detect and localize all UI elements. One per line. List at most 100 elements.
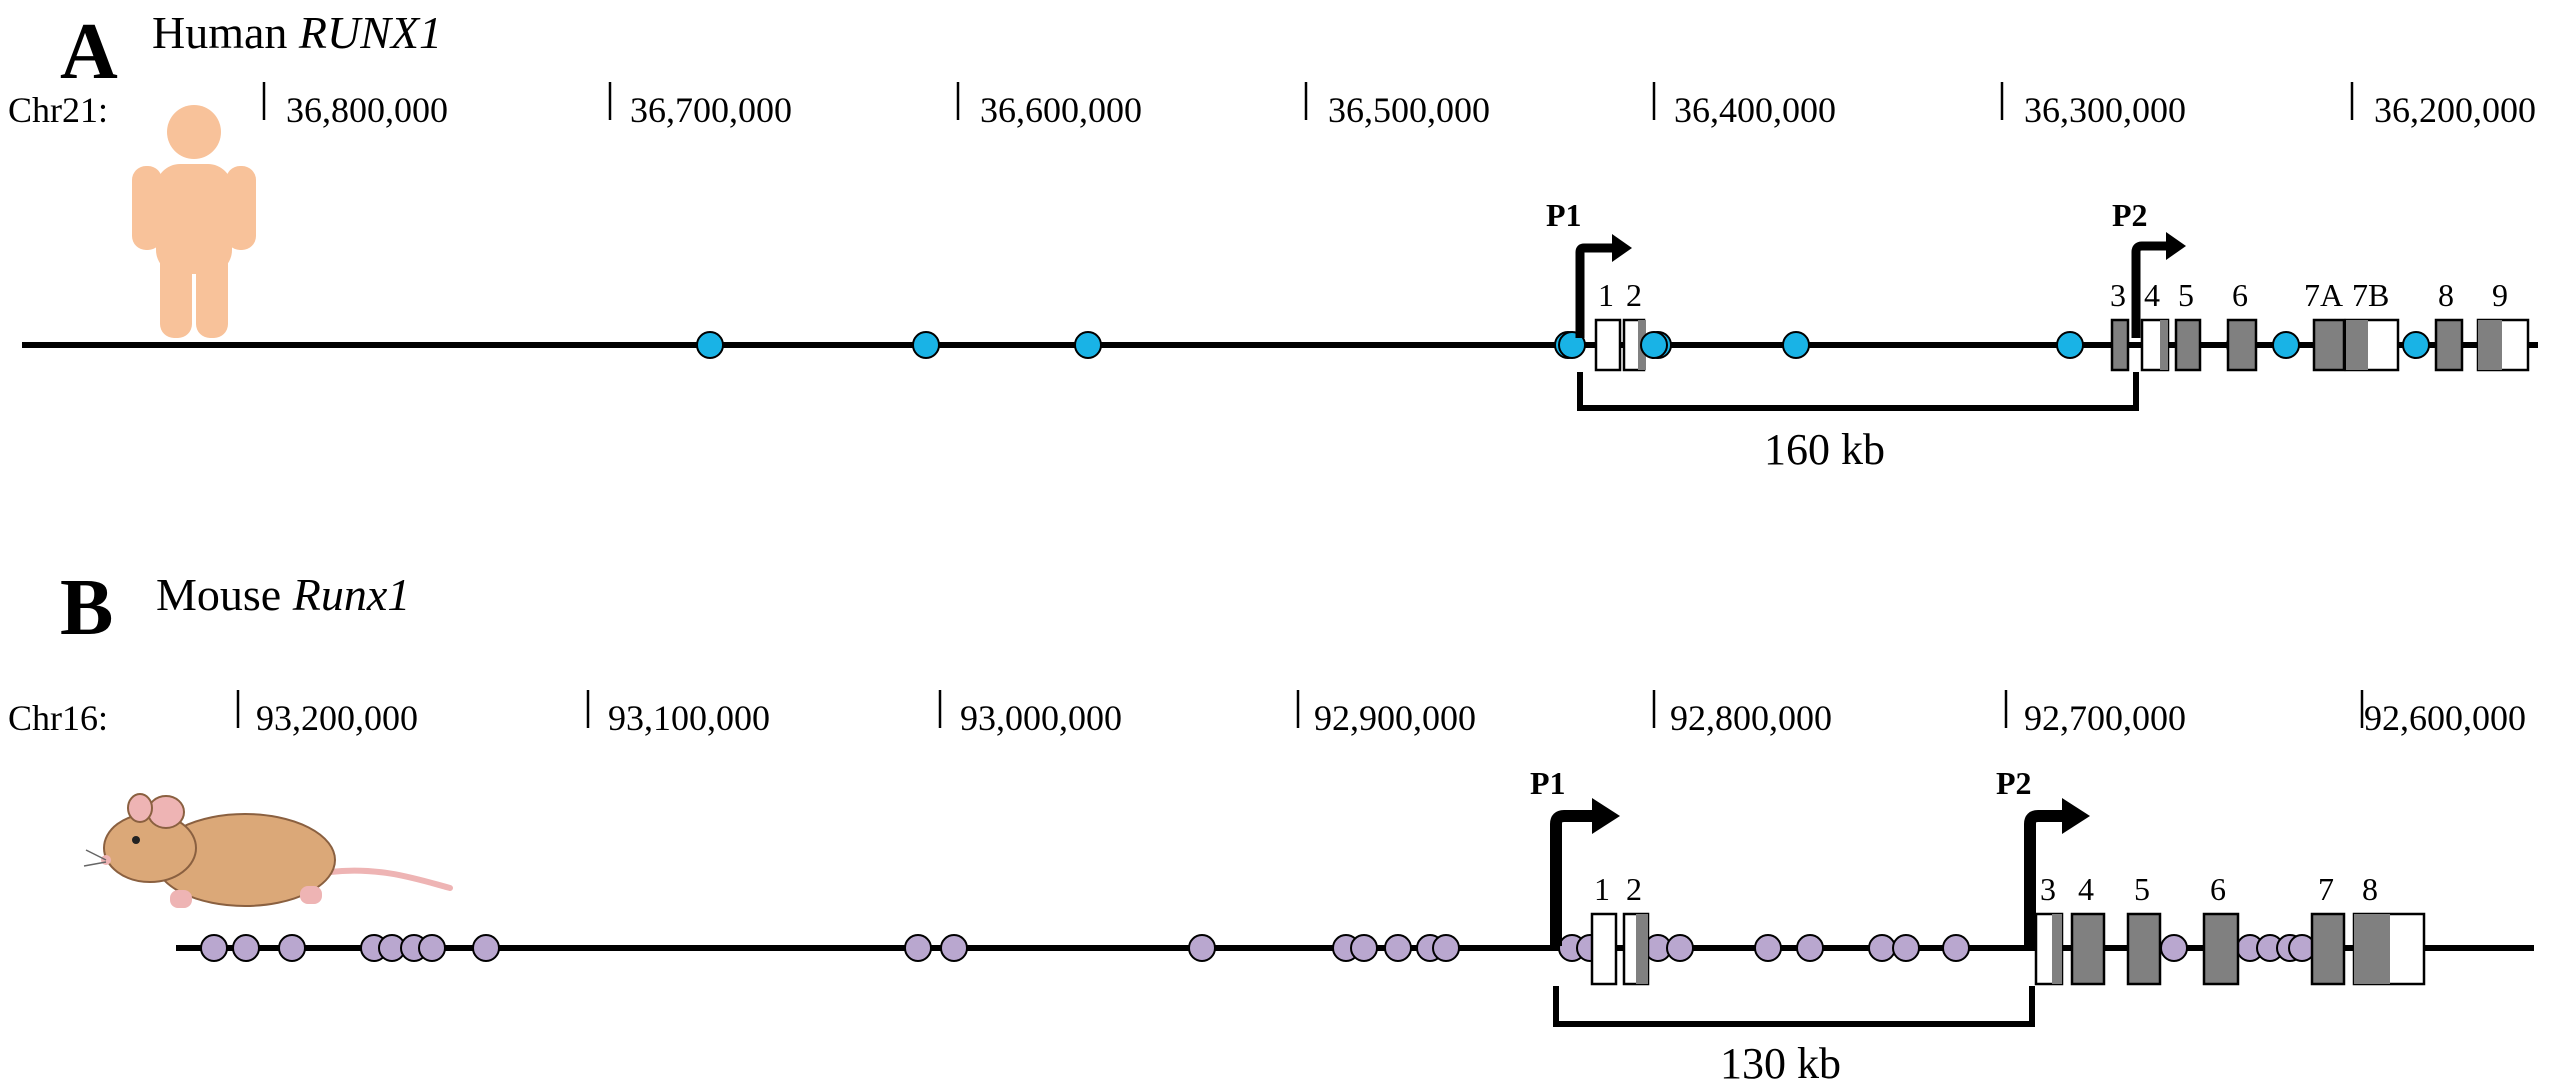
coord-label: 36,300,000 (2024, 90, 2186, 130)
panel-b-binding-sites (200, 934, 2316, 962)
exon-label: 2 (1626, 277, 1642, 313)
promoter-arrow-icon (2131, 241, 2168, 338)
coord-label: 36,400,000 (1674, 90, 1836, 130)
binding-site (1942, 934, 1970, 962)
binding-site (1074, 331, 1102, 359)
exon-8-coding (2354, 914, 2390, 984)
binding-site (1666, 934, 1694, 962)
exon-label: 7B (2352, 277, 2389, 313)
promoter-label: P1 (1530, 765, 1566, 801)
exon-label: 5 (2134, 871, 2150, 907)
binding-site (1350, 934, 1378, 962)
panel-a-exon-labels: 1 2 3 4 5 6 7A 7B 8 9 (1598, 277, 2508, 313)
panel-a-promoter-p1: P1 (1546, 197, 1632, 338)
exon-label: 7A (2304, 277, 2343, 313)
binding-site (278, 934, 306, 962)
panel-b-promoter-p2: P2 (1996, 765, 2090, 946)
binding-site (232, 934, 260, 962)
coord-label: 92,800,000 (1670, 698, 1832, 738)
panel-b-title-prefix: Mouse (156, 569, 293, 620)
exon-6 (2202, 912, 2240, 986)
binding-site (2160, 934, 2188, 962)
coord-label: 36,800,000 (286, 90, 448, 130)
exon-6 (2226, 318, 2258, 372)
binding-site (1892, 934, 1920, 962)
human-figure-icon (132, 105, 256, 338)
binding-site (1796, 934, 1824, 962)
exon-5 (2126, 912, 2162, 986)
exon-2-coding (1636, 914, 1648, 984)
exon-1 (1594, 318, 1622, 372)
panel-a-chromosome-label: Chr21: (8, 90, 108, 130)
exon-label: 1 (1598, 277, 1614, 313)
coord-label: 92,600,000 (2364, 698, 2526, 738)
mouse-icon (83, 793, 453, 908)
binding-site (912, 331, 940, 359)
promoter-arrow-icon (1550, 810, 1596, 946)
coord-label: 92,900,000 (1314, 698, 1476, 738)
panel-b-exon-labels: 1 2 3 4 5 6 7 8 (1594, 871, 2378, 907)
exon-7 (2310, 912, 2346, 986)
exon-label: 3 (2040, 871, 2056, 907)
panel-b-promoter-p1: P1 (1530, 765, 1620, 946)
binding-site (1640, 331, 1668, 359)
panel-b-distance-label: 130 kb (1720, 1039, 1841, 1088)
promoter-label: P2 (1996, 765, 2032, 801)
panel-b-title: Mouse Runx1 (156, 569, 410, 620)
promoter-arrow-icon (1575, 243, 1614, 338)
binding-site (1384, 934, 1412, 962)
binding-site (904, 934, 932, 962)
binding-site (2402, 331, 2430, 359)
panel-letter-b: B (60, 564, 113, 652)
exon-label: 5 (2178, 277, 2194, 313)
exon-label: 4 (2078, 871, 2094, 907)
panel-b-distance-bracket (1553, 986, 2035, 1027)
arrowhead-icon (2062, 798, 2090, 834)
panel-b-exons (1590, 912, 2426, 986)
panel-a-coordinate-axis: 36,800,000 36,700,000 36,600,000 36,500,… (262, 82, 2536, 130)
panel-b-coordinate-axis: 93,200,000 93,100,000 93,000,000 92,900,… (236, 690, 2526, 738)
exon-3 (2110, 318, 2130, 372)
panel-a-exons (1594, 318, 2530, 372)
exon-label: 6 (2232, 277, 2248, 313)
exon-8 (2434, 318, 2464, 372)
exon-5 (2174, 318, 2202, 372)
binding-site (200, 934, 228, 962)
coord-label: 36,500,000 (1328, 90, 1490, 130)
exon-7a (2312, 318, 2346, 372)
panel-b: B Mouse Runx1 Chr16: 93,200,000 93,100,0… (8, 564, 2534, 1088)
binding-site (696, 331, 724, 359)
binding-site (1754, 934, 1782, 962)
arrowhead-icon (2166, 232, 2186, 260)
promoter-label: P2 (2112, 197, 2148, 233)
binding-site (2056, 331, 2084, 359)
panel-a: A Human RUNX1 Chr21: 36,800,000 36,700,0… (8, 7, 2538, 474)
coord-label: 36,200,000 (2374, 90, 2536, 130)
panel-a-title: Human RUNX1 (152, 7, 442, 58)
exon-4-coding (2160, 320, 2168, 370)
panel-b-chromosome-label: Chr16: (8, 698, 108, 738)
binding-site (1558, 331, 1586, 359)
panel-a-distance-bracket (1577, 372, 2139, 411)
panel-letter-a: A (60, 8, 118, 96)
coord-label: 93,000,000 (960, 698, 1122, 738)
binding-site (1782, 331, 1810, 359)
binding-site (2272, 331, 2300, 359)
coord-label: 36,600,000 (980, 90, 1142, 130)
binding-site (1188, 934, 1216, 962)
exon-label: 1 (1594, 871, 1610, 907)
coord-label: 92,700,000 (2024, 698, 2186, 738)
exon-9-coding (2478, 320, 2502, 370)
arrowhead-icon (1592, 798, 1620, 834)
panel-a-title-prefix: Human (152, 7, 299, 58)
exon-label: 4 (2144, 277, 2160, 313)
coord-label: 93,200,000 (256, 698, 418, 738)
binding-site (472, 934, 500, 962)
promoter-arrow-icon (2024, 810, 2066, 946)
binding-site (940, 934, 968, 962)
exon-7b-coding (2346, 320, 2368, 370)
coord-label: 36,700,000 (630, 90, 792, 130)
exon-label: 2 (1626, 871, 1642, 907)
exon-4 (2070, 912, 2106, 986)
